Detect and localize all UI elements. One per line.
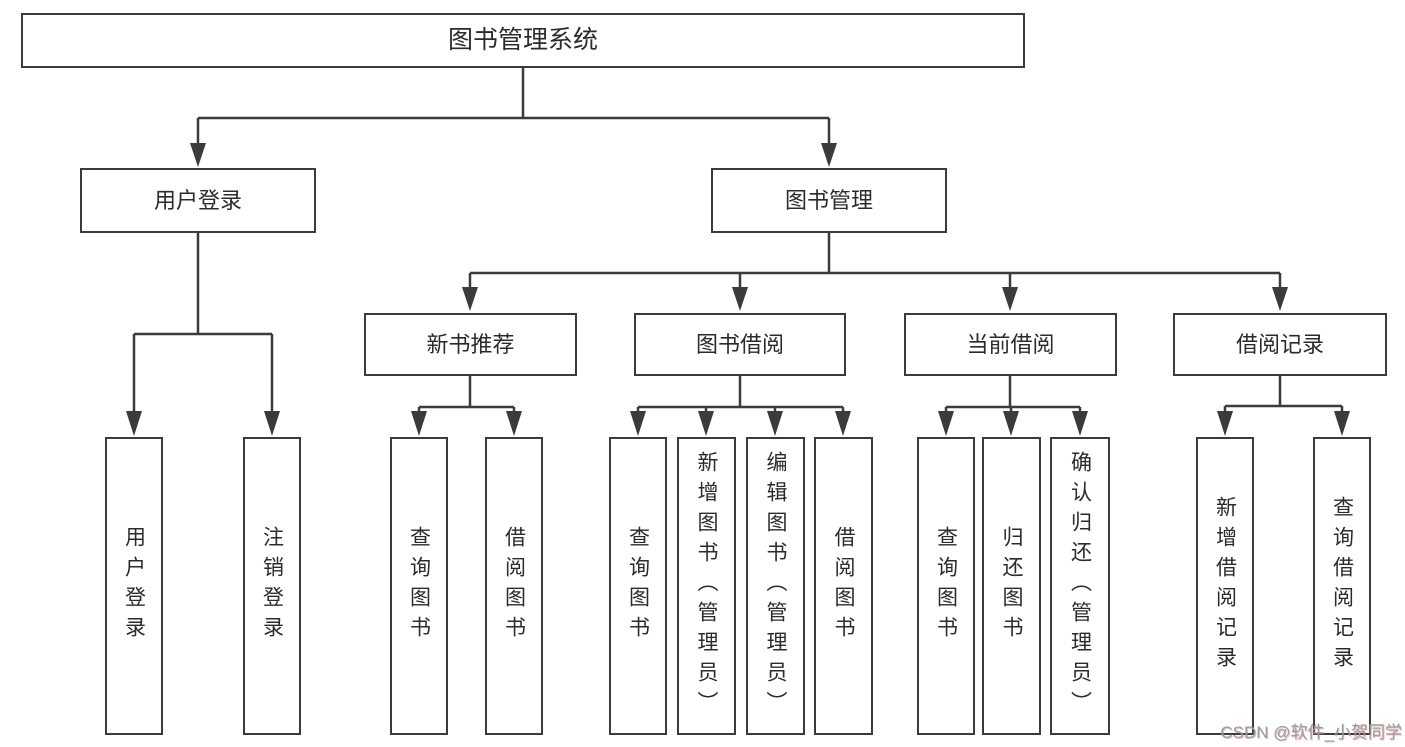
leaf-query-books-recommend: 查询图书	[390, 437, 448, 735]
leaf-borrow-books-recommend: 借阅图书	[485, 437, 543, 735]
node-borrow-records: 借阅记录	[1173, 313, 1387, 376]
leaf-query-books-current: 查询图书	[917, 437, 975, 735]
wire-currentborrow-to-leaves	[944, 376, 1082, 413]
leaf-user-login: 用户登录	[105, 437, 163, 735]
arrowheads	[126, 143, 1350, 436]
wire-bookborrow-to-leaves	[636, 376, 845, 413]
node-new-book-recommend: 新书推荐	[364, 313, 577, 376]
leaf-confirm-return-admin: 确认归还（管理员）	[1050, 437, 1110, 735]
wire-records-to-leaves	[1223, 376, 1344, 413]
node-library-management-system: 图书管理系统	[21, 13, 1025, 68]
node-book-management: 图书管理	[711, 168, 947, 233]
leaf-return-book: 归还图书	[982, 437, 1041, 735]
node-current-borrow: 当前借阅	[904, 313, 1117, 376]
leaf-edit-book-admin: 编辑图书（管理员）	[746, 437, 805, 735]
leaf-query-books-borrow: 查询图书	[609, 437, 667, 735]
leaf-borrow-books: 借阅图书	[814, 437, 873, 735]
leaf-add-borrow-record: 新增借阅记录	[1196, 437, 1254, 735]
node-user-login: 用户登录	[80, 168, 316, 233]
leaf-add-book-admin: 新增图书（管理员）	[677, 437, 736, 735]
leaf-query-borrow-record: 查询借阅记录	[1313, 437, 1371, 735]
leaf-logout: 注销登录	[243, 437, 301, 735]
wire-bookmgmt-to-sections	[468, 233, 1282, 290]
wire-newbook-to-leaves	[417, 376, 516, 413]
wire-userlogin-to-leaves	[132, 233, 274, 413]
wire-root-to-level2	[196, 68, 831, 146]
node-book-borrow: 图书借阅	[634, 313, 846, 376]
csdn-watermark: CSDN @软件_小贺同学	[1220, 723, 1402, 742]
